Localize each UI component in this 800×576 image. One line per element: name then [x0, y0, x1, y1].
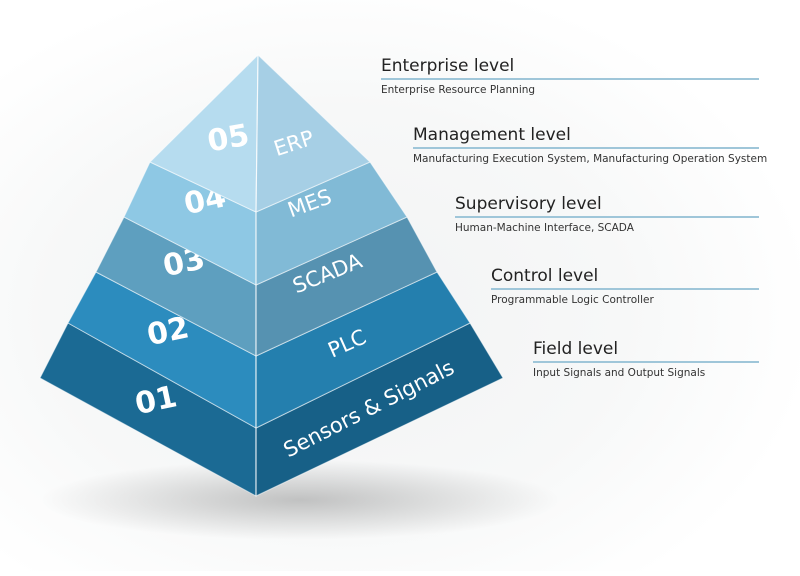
- level-management: Management level Manufacturing Execution…: [413, 125, 768, 165]
- level-field: Field level Input Signals and Output Sig…: [533, 339, 759, 379]
- tier-number: 05: [205, 118, 252, 160]
- level-description: Enterprise Resource Planning: [381, 84, 536, 96]
- tier-front-edge: [255, 54, 259, 213]
- level-control: Control level Programmable Logic Control…: [491, 266, 759, 306]
- level-description: Input Signals and Output Signals: [533, 367, 706, 379]
- level-description: Manufacturing Execution System, Manufact…: [413, 153, 768, 165]
- level-title: Field level: [533, 339, 759, 363]
- level-enterprise: Enterprise level Enterprise Resource Pla…: [381, 56, 759, 96]
- level-description: Human-Machine Interface, SCADA: [455, 222, 634, 234]
- level-title: Supervisory level: [455, 194, 759, 218]
- pyramid-shadow: [40, 460, 560, 540]
- level-title: Control level: [491, 266, 759, 290]
- level-description: Programmable Logic Controller: [491, 294, 654, 306]
- level-title: Enterprise level: [381, 56, 759, 80]
- tier-number: 01: [132, 379, 180, 422]
- level-title: Management level: [413, 125, 759, 149]
- level-supervisory: Supervisory level Human-Machine Interfac…: [455, 194, 759, 234]
